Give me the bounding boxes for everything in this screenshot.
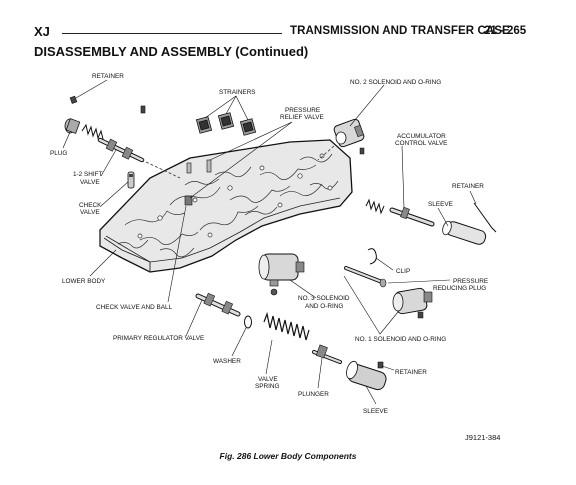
section-title: DISASSEMBLY AND ASSEMBLY (Continued) (34, 44, 309, 59)
label-retainer-right: RETAINER (452, 183, 484, 190)
retainer-top-part (69, 95, 78, 104)
label-valve-spring-line1: VALVE (258, 376, 278, 383)
label-check-valve-line1: CHECK (79, 202, 102, 209)
label-pressure-reducing-line1: PRESSURE (453, 278, 488, 285)
label-check-valve-line2: VALVE (80, 209, 100, 216)
retainer-bottom-part (377, 361, 384, 369)
label-pressure-reducing-line2: REDUCING PLUG (433, 285, 486, 292)
label-plug: PLUG (50, 150, 67, 157)
no2-solenoid-part (333, 118, 365, 155)
label-lower-body: LOWER BODY (62, 278, 106, 285)
washer-part (244, 315, 252, 329)
check-valve-part (127, 171, 135, 189)
pressure-reducing-plug-part (344, 266, 387, 288)
label-no3-solenoid-line1: NO. 3 SOLENOID (298, 295, 350, 302)
label-primary-regulator: PRIMARY REGULATOR VALVE (113, 335, 204, 342)
label-pressure-relief-line2: RELIEF VALVE (280, 114, 324, 121)
sleeve-bottom-part (346, 360, 387, 391)
section-code: XJ (34, 24, 50, 39)
primary-regulator-valve-part (195, 292, 241, 317)
page-number: 21 - 265 (484, 25, 527, 37)
label-check-valve-ball: CHECK VALVE AND BALL (96, 304, 173, 311)
label-valve-spring-line2: SPRING (255, 383, 280, 390)
leader-lines (62, 79, 477, 405)
label-sleeve-right: SLEEVE (428, 201, 453, 208)
chapter-title: TRANSMISSION AND TRANSFER CASE (290, 25, 510, 37)
accumulator-valve-part (389, 206, 435, 227)
label-no1-solenoid: NO. 1 SOLENOID AND O-RING (355, 336, 446, 343)
label-no3-solenoid-line2: AND O-RING (305, 303, 343, 310)
label-plunger: PLUNGER (298, 391, 329, 398)
label-shift-valve-line2: VALVE (80, 179, 100, 186)
label-retainer-top: RETAINER (92, 73, 124, 80)
label-shift-valve-line1: 1-2 SHIFT (73, 171, 103, 178)
figure-caption: Fig. 286 Lower Body Components (219, 451, 357, 461)
valve-spring-part (263, 311, 310, 341)
shift-spring-part (81, 123, 104, 140)
label-pressure-relief-line1: PRESSURE (285, 107, 320, 114)
part-labels: RETAINER STRAINERS PRESSURE RELIEF VALVE… (50, 73, 488, 415)
retainer-right-part (473, 202, 497, 233)
shift-valve-part (97, 137, 145, 163)
sleeve-right-part (442, 220, 487, 245)
plug-part (64, 118, 81, 134)
label-strainers: STRAINERS (219, 89, 256, 96)
figure-reference: J9121-384 (465, 433, 501, 442)
label-accumulator-line1: ACCUMULATOR (397, 133, 446, 140)
plunger-part (312, 344, 342, 364)
accumulator-spring-part (365, 198, 385, 215)
strainers-part (195, 112, 257, 136)
header-rule (62, 33, 282, 34)
lower-body-casting (99, 139, 353, 273)
pressure-relief-valve-part (184, 159, 212, 206)
label-clip: CLIP (396, 268, 410, 275)
label-retainer-bottom: RETAINER (395, 369, 427, 376)
label-sleeve-bottom: SLEEVE (363, 408, 388, 415)
clip-part (367, 248, 377, 265)
label-accumulator-line2: CONTROL VALVE (395, 140, 447, 147)
label-no2-solenoid: NO. 2 SOLENOID AND O-RING (350, 79, 441, 86)
label-washer: WASHER (213, 358, 241, 365)
no3-solenoid-part (258, 253, 305, 296)
no1-solenoid-part (392, 287, 433, 319)
